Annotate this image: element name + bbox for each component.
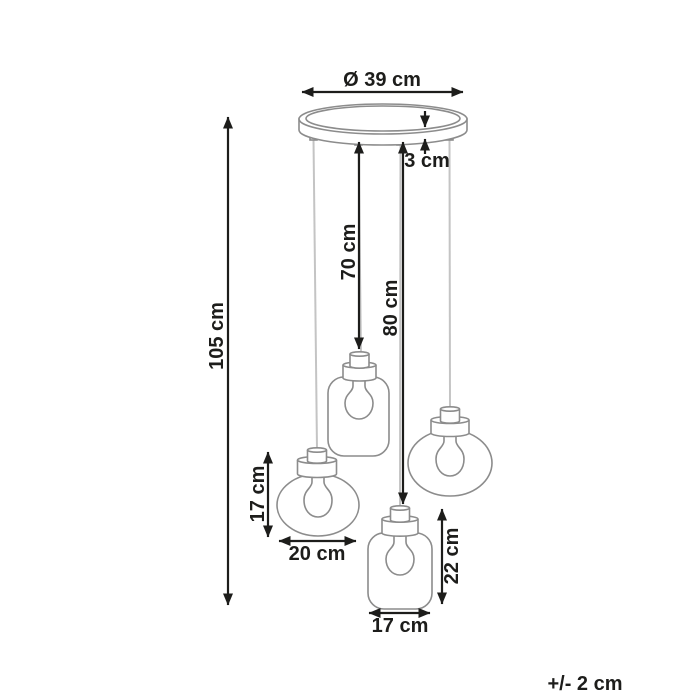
dimension-label: Ø 39 cm	[343, 69, 421, 91]
tolerance-note: +/- 2 cm	[547, 673, 622, 695]
dimension-tall-shade-width: 17 cm	[368, 608, 431, 637]
light-bulb	[385, 534, 415, 576]
dimension-label: 17 cm	[247, 466, 269, 523]
dimension-cord-70: 70 cm	[338, 141, 364, 350]
dimension-canopy-height: 3 cm	[404, 111, 450, 172]
socket-top	[389, 504, 411, 511]
dimension-label: 3 cm	[404, 150, 450, 172]
dimension-total-height: 105 cm	[206, 116, 233, 606]
pendant-shade-jar-bottom	[367, 504, 433, 610]
dimension-label: 105 cm	[206, 302, 228, 370]
shade-cap	[381, 519, 419, 537]
light-bulb	[303, 474, 333, 518]
ceiling-canopy	[298, 103, 468, 146]
socket	[306, 450, 328, 464]
dimension-label: 80 cm	[380, 280, 402, 337]
dimension-canopy-diameter: Ø 39 cm	[301, 69, 464, 97]
socket-top	[349, 350, 370, 357]
dimension-round-shade-width: 20 cm	[278, 536, 357, 565]
dimension-tall-shade-height: 22 cm	[437, 508, 463, 605]
canopy-top-face	[298, 103, 468, 135]
pendant-shade-jar-middle	[327, 350, 390, 457]
pendant-shade-round-left	[276, 446, 360, 537]
cord-left	[312, 138, 318, 451]
socket-top	[306, 446, 328, 453]
pendant-shade-round-right	[407, 405, 493, 497]
dimension-label: 70 cm	[338, 224, 360, 281]
socket	[439, 409, 461, 424]
socket	[389, 508, 411, 523]
shade-cap	[342, 365, 377, 382]
light-bulb	[344, 378, 374, 420]
dimension-label: 17 cm	[372, 615, 429, 637]
socket-top	[439, 405, 461, 412]
dimension-label: 20 cm	[289, 543, 346, 565]
canopy-top-inner-edge	[305, 105, 461, 132]
shade-cap	[430, 420, 470, 438]
cord-right	[448, 138, 451, 410]
socket	[349, 354, 370, 369]
dimension-round-shade-height: 17 cm	[247, 451, 273, 538]
light-bulb	[435, 433, 465, 477]
dimension-label: 22 cm	[441, 528, 463, 585]
dimension-cord-80: 80 cm	[380, 141, 408, 505]
shade-cap	[296, 460, 338, 479]
